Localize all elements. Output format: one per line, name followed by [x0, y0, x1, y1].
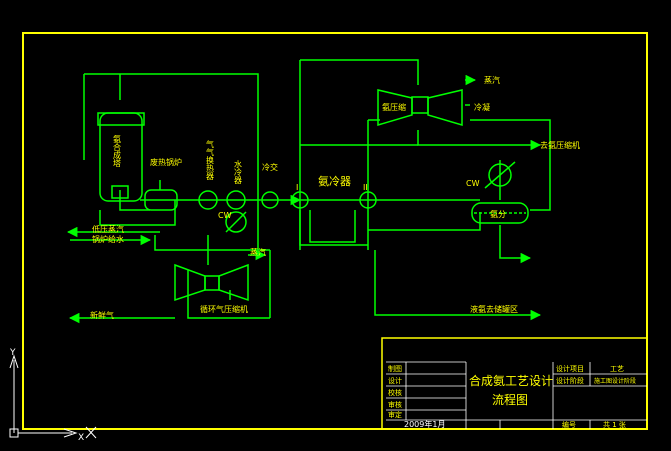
label-cw2: CW: [218, 211, 232, 220]
label-cold-exchanger: 冷交: [262, 162, 278, 172]
ucs-axis-icon: [9, 354, 97, 439]
project-subtitle: 流程图: [492, 392, 528, 407]
label-water-cooler: 水冷器: [234, 159, 243, 185]
label-steam-top: 蒸汽: [484, 75, 500, 85]
drawing-date: 2009年1月: [404, 419, 445, 429]
label-boiler-feed-water: 锅炉给水: [92, 234, 124, 244]
label-compressor: 氨压缩: [382, 102, 406, 112]
label-to-ammonia-station: 去氨压缩机: [540, 140, 580, 150]
waste-heat-boiler: [144, 189, 178, 211]
title-row-2: 校核: [388, 388, 402, 397]
label-roman-I: I: [296, 183, 298, 192]
label-circ-compressor: 循环气压缩机: [200, 304, 248, 314]
label-lp-steam: 低压蒸汽: [92, 224, 124, 234]
design-item-label: 设计项目: [556, 364, 584, 373]
title-block: 制图 设计 校核 审核 审定 设计项目 工艺 设计阶段 施工图设计阶段 编号 共…: [381, 337, 648, 430]
title-row-0: 制图: [388, 364, 402, 373]
ammonia-compressor: [377, 89, 413, 127]
design-stage-value: 施工图设计阶段: [594, 377, 636, 385]
label-cw: CW: [466, 179, 480, 188]
cw-cooler: [488, 163, 512, 187]
title-row-1: 设计: [388, 376, 402, 385]
label-separator: 氨分: [490, 209, 506, 219]
water-cooler: [226, 190, 246, 210]
axis-x-label: X: [78, 433, 84, 443]
design-stage-label: 设计阶段: [556, 376, 584, 385]
design-item-value: 工艺: [610, 365, 624, 373]
cold-exchanger: [261, 191, 279, 209]
axis-y-label: Y: [9, 348, 16, 358]
circulation-compressor: [174, 263, 206, 302]
project-title: 合成氨工艺设计: [469, 373, 553, 388]
process-lines: [66, 59, 551, 324]
title-row-3: 审核: [388, 400, 402, 409]
sheet-label: 编号: [562, 420, 576, 429]
flow-labels: 氨合成塔 废热锅炉 气气换热器 水冷器 冷交 氨冷器 氨压缩 蒸汽 冷凝 去氨压…: [90, 75, 580, 320]
label-liquid-ammonia: 液氨去储罐区: [470, 304, 518, 314]
label-waste-heat-boiler: 废热锅炉: [150, 157, 182, 167]
label-synthesis-tower: 氨合成塔: [113, 134, 122, 168]
label-ammonia-cooler: 氨冷器: [318, 175, 351, 188]
equipment: [97, 89, 529, 302]
gas-heat-exchanger: [198, 190, 218, 210]
label-condenser: 冷凝: [474, 102, 490, 112]
label-fresh-gas: 新鲜气: [90, 310, 114, 320]
label-steam-mid: 蒸汽: [250, 247, 266, 257]
sheet-value: 共 1 张: [603, 420, 626, 429]
drawing-frame: [22, 32, 648, 430]
title-row-4: 审定: [388, 410, 402, 419]
label-roman-II: II: [363, 183, 368, 192]
ammonia-separator: [471, 202, 529, 224]
label-gas-heat-exchanger: 气气换热器: [206, 139, 215, 181]
